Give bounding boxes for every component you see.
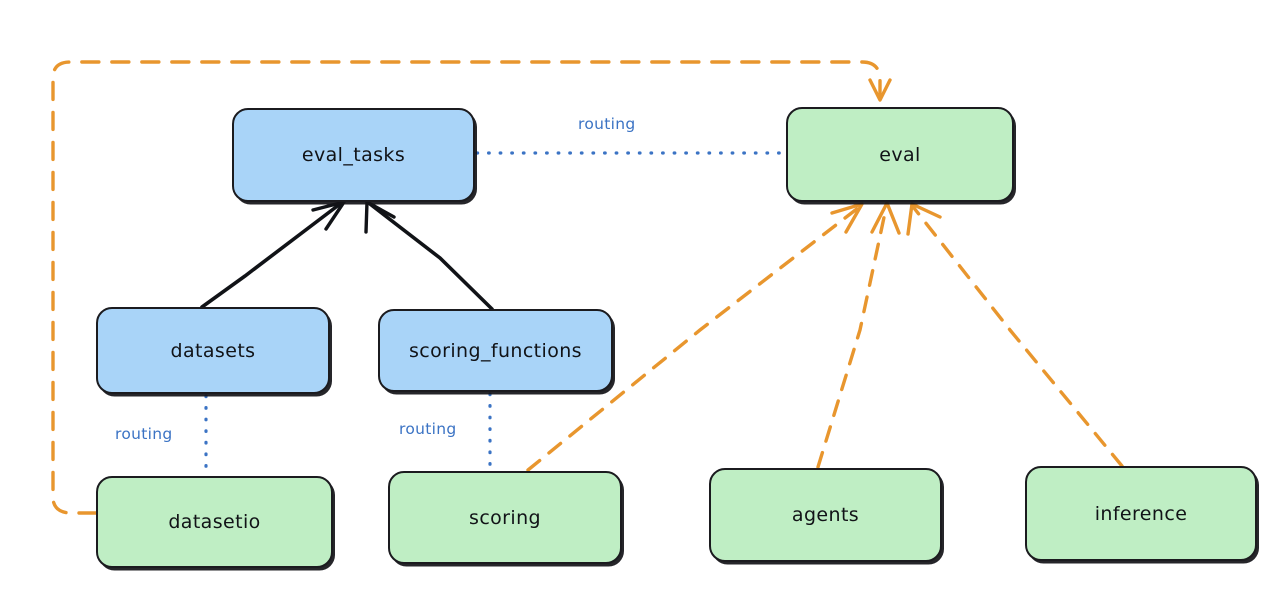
node-label: inference [1094,502,1188,525]
node-agents[interactable]: agents [709,468,942,562]
edge-label-routing-scoring: routing [399,420,457,438]
node-label: scoring_functions [409,339,582,362]
edge-datasets-to-eval_tasks [200,200,346,309]
node-label: datasets [170,339,256,362]
edge-scoring_functions-to-eval_tasks [364,200,494,311]
node-label: datasetio [168,511,261,533]
edge-inference-to-eval [906,202,1124,468]
node-label: scoring [469,506,541,529]
node-scoring[interactable]: scoring [388,471,622,564]
edge-datasetio-to-eval [51,60,892,515]
node-eval[interactable]: eval [786,107,1014,202]
node-label: eval_tasks [301,144,406,166]
edge-label-routing-datasets: routing [115,425,173,443]
node-label: eval [879,143,921,166]
node-scoring-functions[interactable]: scoring_functions [378,309,613,392]
edge-agents-to-eval [816,201,901,469]
node-eval-tasks[interactable]: eval_tasks [232,108,475,202]
node-datasetio[interactable]: datasetio [96,476,333,568]
node-label: agents [791,504,860,526]
edge-label-routing-eval-tasks: routing [578,115,636,133]
node-inference[interactable]: inference [1025,466,1257,561]
edge-scoring-to-eval [526,202,864,472]
node-datasets[interactable]: datasets [96,307,330,394]
